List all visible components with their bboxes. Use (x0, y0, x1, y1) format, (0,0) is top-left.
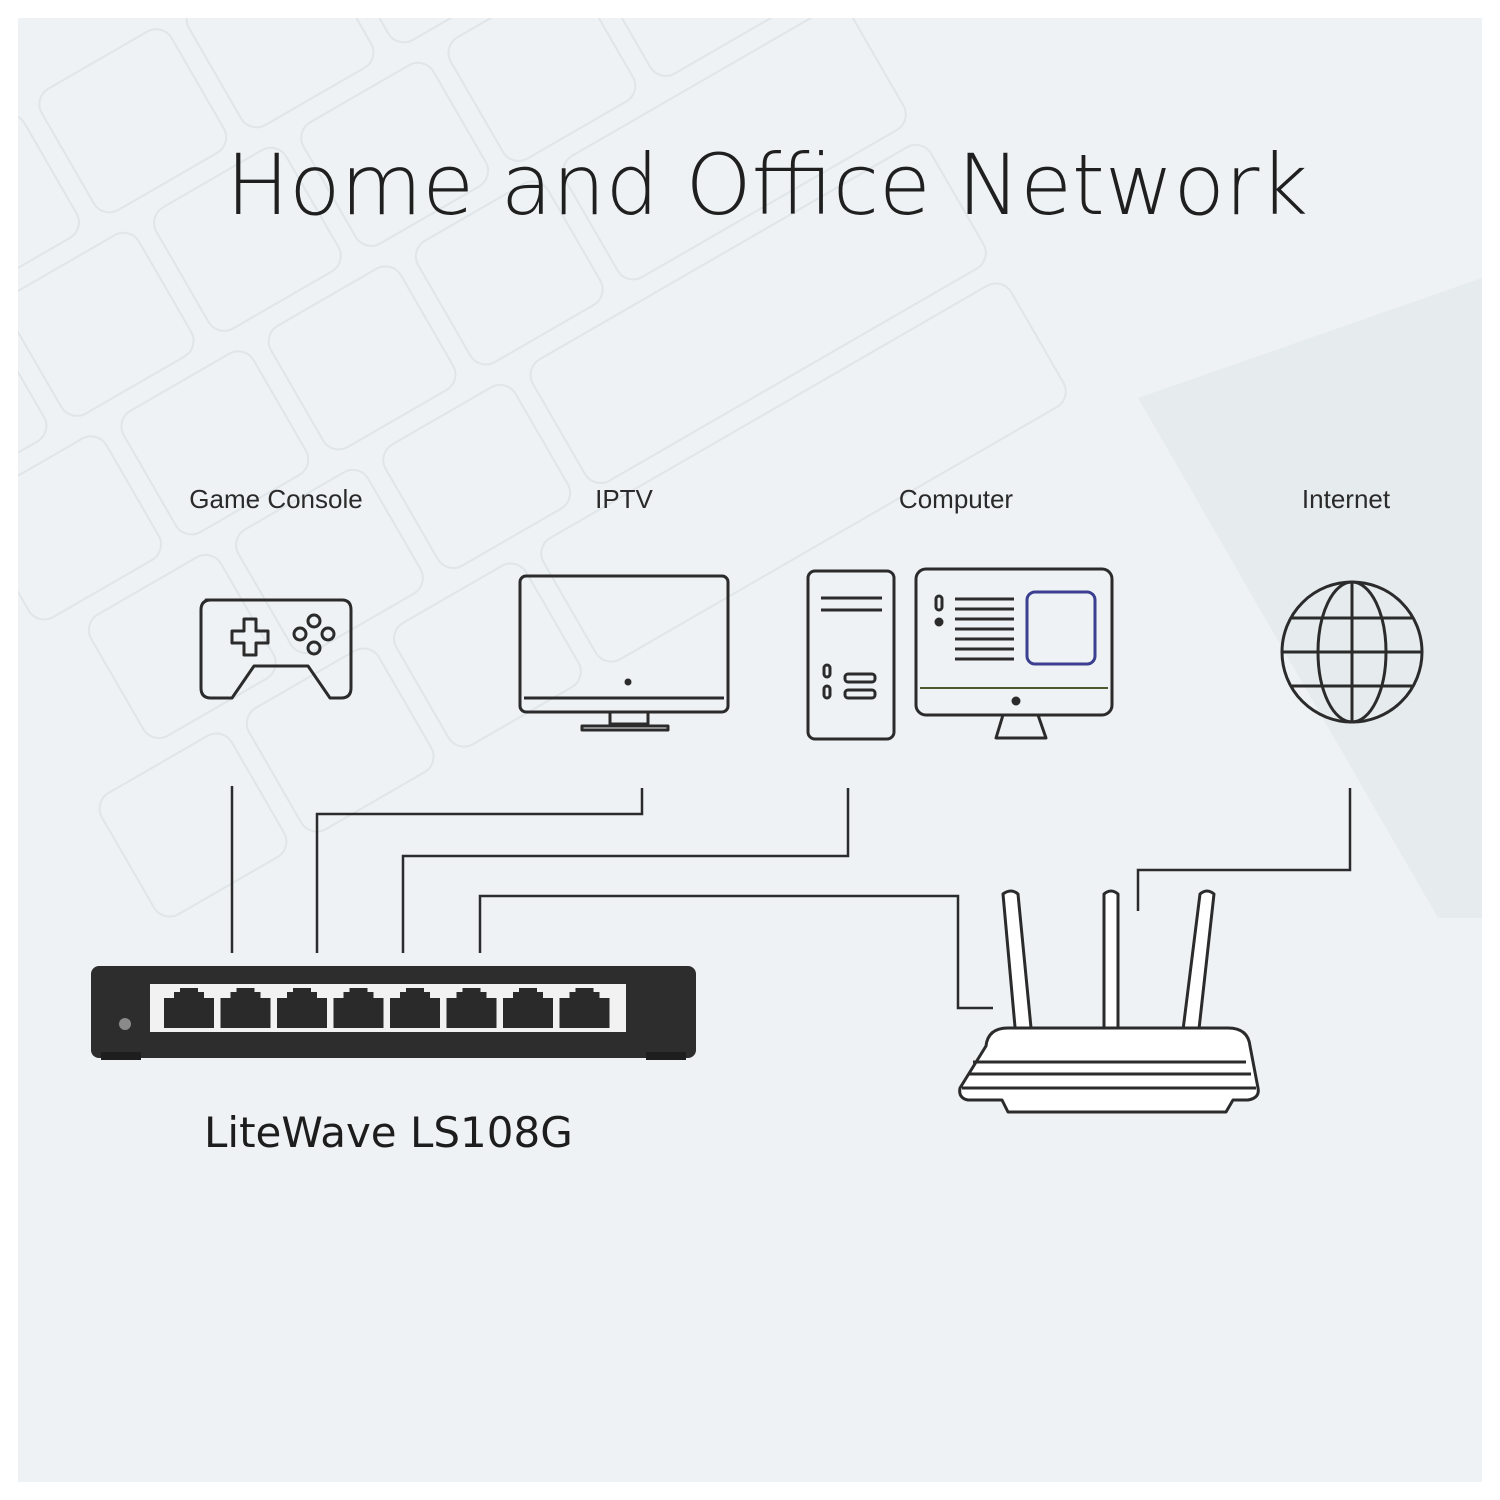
switch-model-name: LiteWave LS108G (204, 1108, 573, 1157)
line-computer (401, 788, 850, 953)
gamepad-icon (199, 598, 353, 700)
page-title: Home and Office Network (226, 136, 1309, 234)
keyboard-background (18, 18, 1482, 918)
label-computer: Computer (898, 484, 1014, 514)
diagram-graphics (91, 567, 1424, 1114)
ethernet-port (446, 988, 497, 1028)
connection-lines (230, 786, 1352, 1010)
desktop-computer-icon (806, 567, 1114, 741)
line-router (478, 894, 993, 1010)
label-iptv: IPTV (595, 484, 653, 514)
label-internet: Internet (1301, 484, 1391, 514)
monitor-icon (518, 574, 730, 732)
label-game-console: Game Console (189, 484, 363, 514)
ethernet-port (503, 988, 553, 1028)
ethernet-port (220, 988, 271, 1028)
network-diagram: Home and Office Network Game Console IPT… (18, 18, 1482, 1482)
globe-icon (1280, 580, 1424, 724)
line-iptv (315, 788, 644, 953)
wifi-router-icon (958, 889, 1260, 1114)
ethernet-port (390, 988, 440, 1028)
line-internet (1136, 788, 1352, 911)
ethernet-port (333, 988, 384, 1028)
ethernet-port (277, 988, 327, 1028)
network-switch-icon (91, 966, 696, 1060)
ethernet-port (559, 988, 610, 1028)
ethernet-port (164, 988, 214, 1028)
